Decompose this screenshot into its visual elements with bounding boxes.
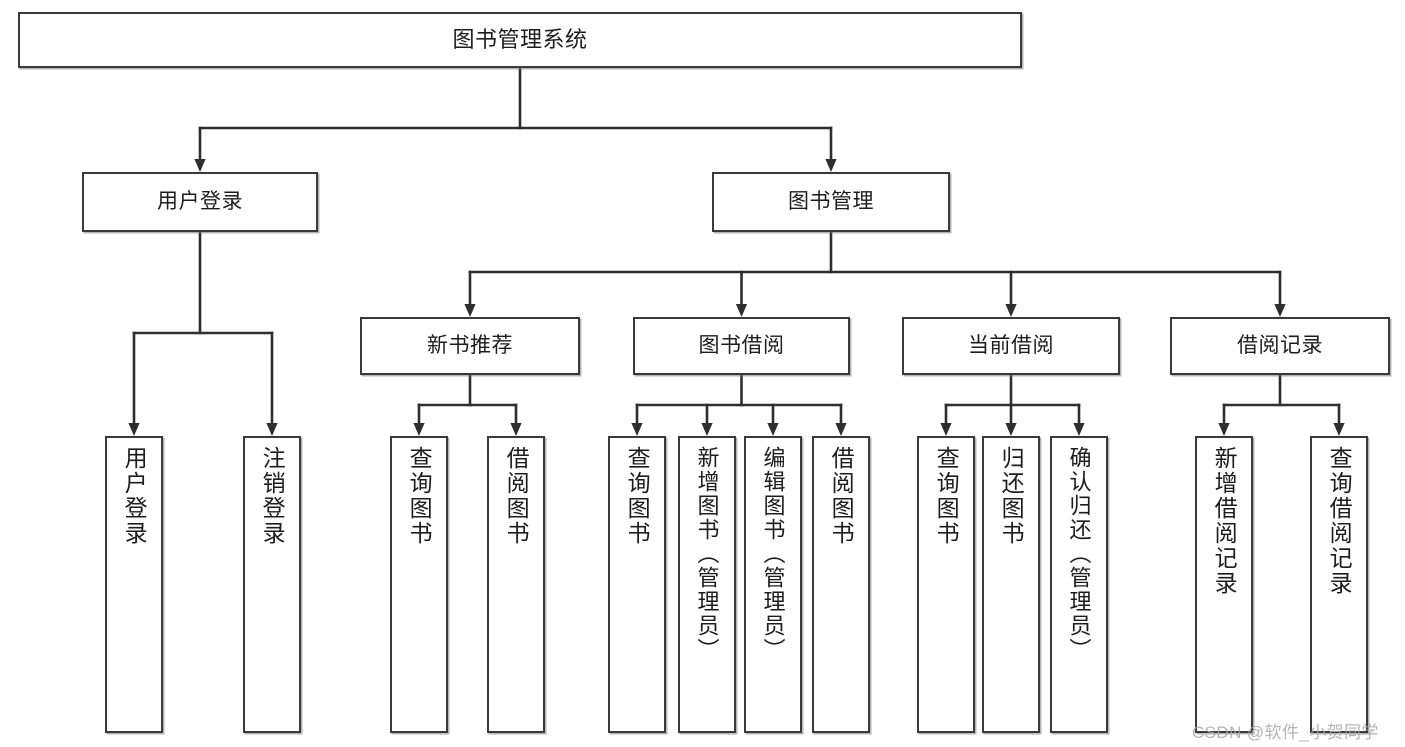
node-leaf-borrow-book-2-label: 借阅图书 (828, 446, 855, 546)
node-leaf-user-login-label: 用户登录 (121, 446, 148, 546)
node-book-borrow[interactable]: 图书借阅 (633, 317, 850, 375)
node-leaf-add-record-label: 新增借阅记录 (1211, 446, 1238, 596)
node-leaf-confirm-return-label: 确认归还（管理员） (1066, 446, 1092, 662)
node-root[interactable]: 图书管理系统 (18, 12, 1022, 68)
node-leaf-query-record[interactable]: 查询借阅记录 (1310, 436, 1368, 733)
node-leaf-return-book[interactable]: 归还图书 (982, 436, 1040, 733)
node-leaf-user-login[interactable]: 用户登录 (105, 436, 163, 733)
node-leaf-confirm-return[interactable]: 确认归还（管理员） (1050, 436, 1108, 733)
node-new-book-recommend-label: 新书推荐 (427, 333, 513, 357)
node-new-book-recommend[interactable]: 新书推荐 (360, 317, 580, 375)
node-leaf-query-record-label: 查询借阅记录 (1326, 446, 1353, 596)
node-leaf-borrow-book-1[interactable]: 借阅图书 (487, 436, 545, 733)
node-leaf-query-book-3[interactable]: 查询图书 (917, 436, 975, 733)
node-leaf-logout[interactable]: 注销登录 (243, 436, 301, 733)
node-book-manage[interactable]: 图书管理 (712, 172, 950, 232)
node-leaf-edit-book-label: 编辑图书（管理员） (760, 446, 786, 662)
node-current-borrow-label: 当前借阅 (968, 333, 1054, 357)
node-leaf-query-book-1-label: 查询图书 (406, 446, 433, 546)
node-leaf-query-book-3-label: 查询图书 (933, 446, 960, 546)
node-leaf-query-book-2-label: 查询图书 (624, 446, 651, 546)
csdn-watermark: CSDN @软件_小贺同学 (1192, 723, 1379, 742)
node-leaf-add-book-label: 新增图书（管理员） (694, 446, 720, 662)
node-current-borrow[interactable]: 当前借阅 (902, 317, 1120, 375)
node-book-manage-label: 图书管理 (788, 189, 874, 213)
node-leaf-logout-label: 注销登录 (259, 446, 286, 546)
node-book-borrow-label: 图书借阅 (698, 333, 785, 357)
node-leaf-add-book[interactable]: 新增图书（管理员） (678, 436, 736, 733)
node-borrow-record[interactable]: 借阅记录 (1170, 317, 1390, 375)
node-user-login-label: 用户登录 (157, 189, 243, 213)
node-leaf-edit-book[interactable]: 编辑图书（管理员） (744, 436, 802, 733)
node-root-label: 图书管理系统 (452, 27, 588, 53)
node-user-login[interactable]: 用户登录 (82, 172, 318, 232)
connector-lines (128, 66, 1345, 436)
node-leaf-borrow-book-1-label: 借阅图书 (503, 446, 530, 546)
node-leaf-query-book-1[interactable]: 查询图书 (390, 436, 448, 733)
node-leaf-borrow-book-2[interactable]: 借阅图书 (812, 436, 870, 733)
node-leaf-return-book-label: 归还图书 (998, 446, 1025, 546)
node-leaf-query-book-2[interactable]: 查询图书 (608, 436, 666, 733)
node-leaf-add-record[interactable]: 新增借阅记录 (1195, 436, 1253, 733)
node-borrow-record-label: 借阅记录 (1237, 333, 1323, 357)
